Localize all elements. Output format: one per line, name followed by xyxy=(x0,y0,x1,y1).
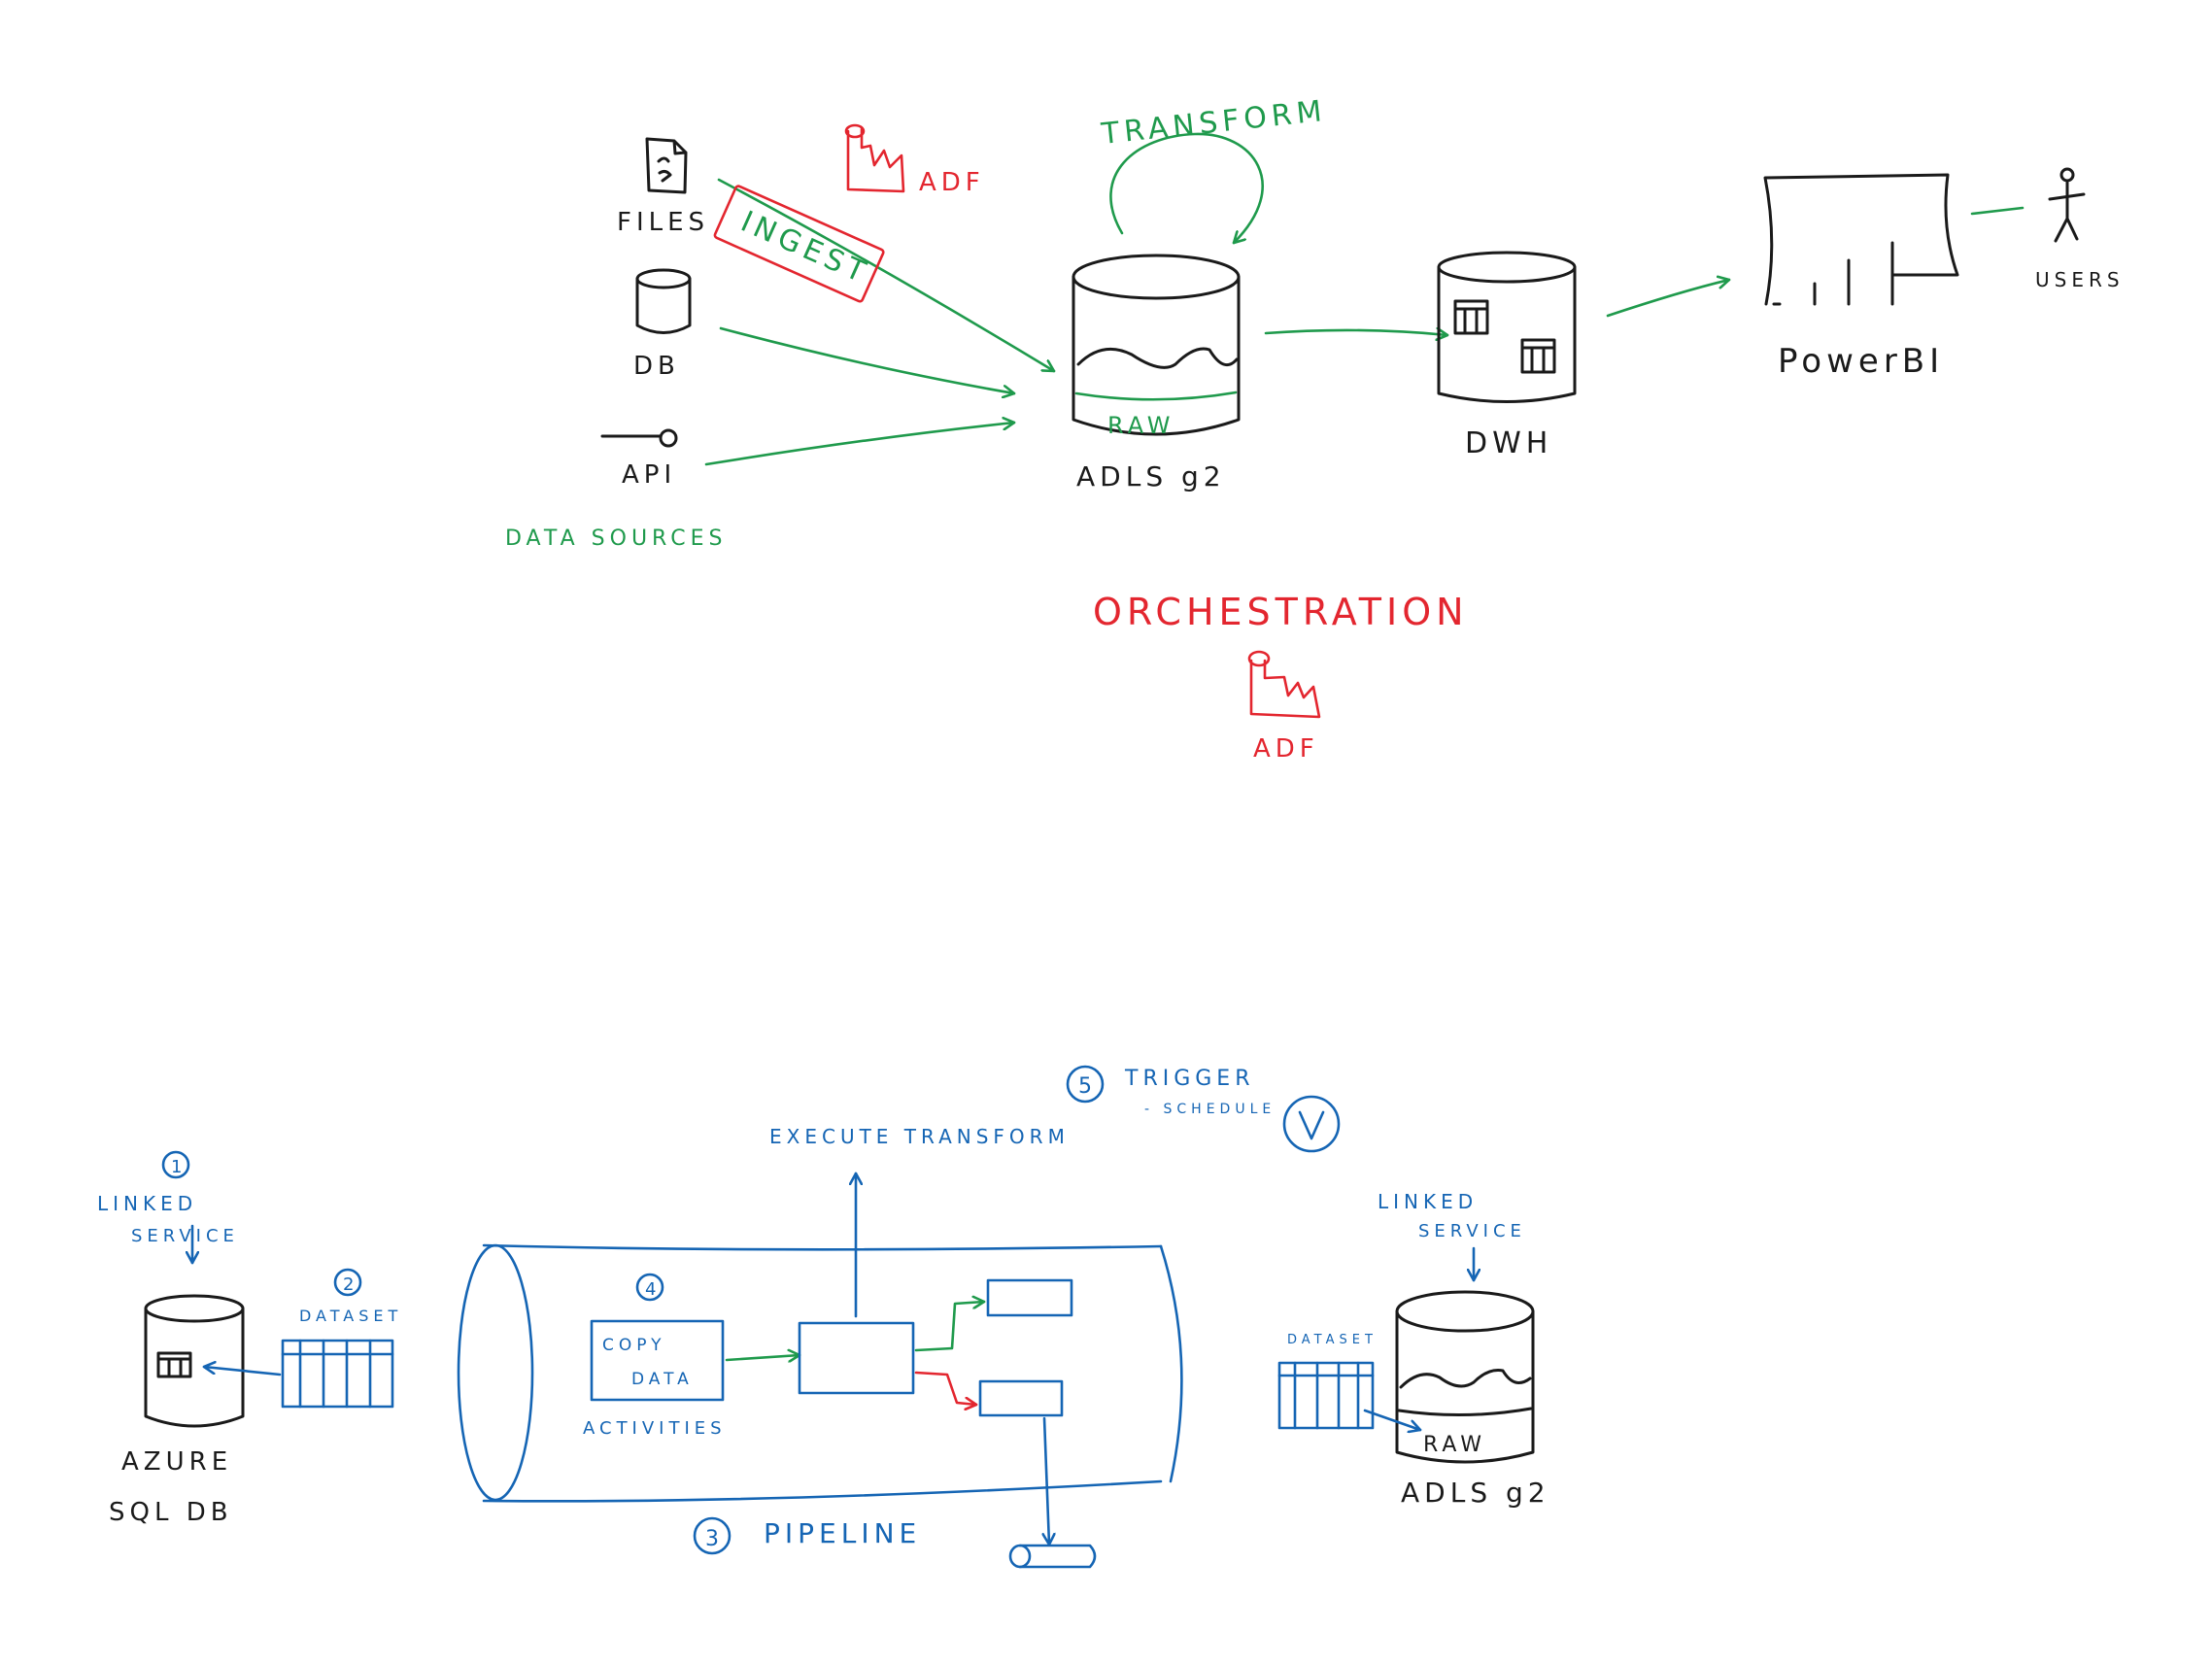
linked-service-left-line2: SERVICE xyxy=(131,1226,239,1246)
raw-zone-label-bottom: RAW xyxy=(1423,1433,1486,1457)
dataset-left-grid xyxy=(281,1339,394,1409)
database-icon xyxy=(635,268,692,334)
step-5-badge xyxy=(1066,1065,1105,1104)
files-source: FILES xyxy=(617,137,709,237)
success-branch-arrow xyxy=(914,1302,986,1352)
dwh-to-powerbi-arrow xyxy=(1606,280,1731,318)
step-1-badge xyxy=(161,1150,190,1179)
step-3-number: 3 xyxy=(705,1527,724,1551)
adf-bottom: ADF xyxy=(1247,650,1321,764)
adf-bottom-label: ADF xyxy=(1253,734,1319,764)
powerbi-dashboard: PowerBI xyxy=(1763,173,1959,381)
user-icon xyxy=(2048,167,2086,243)
dataset-to-lake-arrow xyxy=(1363,1409,1422,1430)
adls-label: ADLS g2 xyxy=(1076,460,1226,493)
db-label: DB xyxy=(633,352,680,381)
dashboard-frame xyxy=(1763,173,1959,306)
table-icon xyxy=(1520,338,1556,374)
failure-activity[interactable] xyxy=(978,1379,1064,1417)
adls-lake: RAW ADLS g2 xyxy=(1072,254,1241,493)
step-1-number: 1 xyxy=(171,1157,187,1177)
adls-lake-bottom: RAW ADLS g2 xyxy=(1395,1290,1550,1509)
pipeline-label: PIPELINE xyxy=(764,1517,921,1549)
water-wave xyxy=(1399,1369,1532,1389)
bottom-pipeline-diagram: 1 LINKED SERVICE AZURE SQL DB 2 DATASET xyxy=(97,1065,1550,1569)
copy-data-line2: DATA xyxy=(631,1370,694,1389)
file-icon-lines xyxy=(657,156,672,183)
dataset-left-label: DATASET xyxy=(299,1307,402,1325)
copy-data-activity[interactable] xyxy=(590,1319,725,1402)
adf-top-label: ADF xyxy=(919,168,985,197)
step-2-number: 2 xyxy=(343,1274,358,1295)
transform-loop-arrow xyxy=(1109,132,1264,245)
table-icon xyxy=(1453,299,1489,335)
data-sources-caption: DATA SOURCES xyxy=(505,527,727,551)
adf-top: ADF xyxy=(844,123,985,197)
water-wave xyxy=(1076,347,1239,369)
users-label: USERS xyxy=(2035,268,2125,291)
file-icon xyxy=(645,137,688,194)
linked-service-right-line1: LINKED xyxy=(1378,1190,1478,1213)
factory-icon xyxy=(1249,659,1321,719)
powerbi-to-users-line xyxy=(1970,206,2025,216)
step-3-badge xyxy=(693,1516,732,1555)
pipeline-tube xyxy=(457,1243,1183,1503)
success-activity[interactable] xyxy=(986,1278,1073,1317)
db-source: DB xyxy=(633,268,692,381)
factory-icon xyxy=(846,127,905,193)
output-cylinder xyxy=(1008,1544,1097,1569)
step-5-number: 5 xyxy=(1078,1074,1097,1099)
lake-to-dwh-arrow xyxy=(1264,330,1449,335)
step-4-badge xyxy=(635,1273,664,1302)
linked-service-right-line2: SERVICE xyxy=(1418,1221,1526,1241)
schedule-label: - SCHEDULE xyxy=(1144,1102,1276,1117)
raw-zone-line xyxy=(1074,391,1238,401)
raw-zone-label: RAW xyxy=(1107,412,1175,439)
copy-to-activity-arrow xyxy=(725,1355,801,1360)
clock-icon xyxy=(1282,1095,1341,1153)
orchestration-label: ORCHESTRATION xyxy=(1093,591,1469,633)
failure-branch-arrow xyxy=(914,1371,978,1405)
ingest-badge: INGEST xyxy=(713,185,885,303)
failure-output-arrow xyxy=(1044,1416,1049,1546)
top-architecture: FILES DB API DATA SOURCES INGEST xyxy=(505,94,2125,764)
azure-sql-db: AZURE SQL DB xyxy=(109,1294,245,1527)
copy-data-line1: COPY xyxy=(602,1336,666,1355)
step-4-number: 4 xyxy=(645,1279,661,1300)
dwh-label: DWH xyxy=(1465,426,1552,460)
dataset-to-db-arrow xyxy=(202,1367,282,1376)
adls-label-bottom: ADLS g2 xyxy=(1401,1477,1550,1509)
dataset-right-label: DATASET xyxy=(1287,1333,1378,1347)
activities-label: ACTIVITIES xyxy=(583,1418,727,1439)
transform-label: TRANSFORM xyxy=(1099,94,1328,152)
transform-activity[interactable] xyxy=(798,1321,915,1395)
db-ingest-arrow xyxy=(719,326,1016,393)
execute-transform-label: EXECUTE TRANSFORM xyxy=(769,1125,1070,1148)
raw-zone-line xyxy=(1397,1407,1533,1417)
dwh: DWH xyxy=(1437,251,1577,460)
api-ingest-arrow xyxy=(704,423,1016,466)
files-ingest-arrow xyxy=(717,178,1056,373)
powerbi-label: PowerBI xyxy=(1778,342,1944,381)
trigger-label: TRIGGER xyxy=(1124,1067,1255,1091)
step-2-badge xyxy=(333,1268,362,1297)
bar-icon xyxy=(1772,241,1894,306)
azure-sql-db-line1: AZURE xyxy=(121,1447,232,1477)
api-source: API xyxy=(600,428,678,490)
api-label: API xyxy=(622,460,676,490)
files-label: FILES xyxy=(617,208,709,237)
linked-service-left-line1: LINKED xyxy=(97,1192,197,1215)
table-icon xyxy=(156,1351,192,1378)
dataset-right-grid xyxy=(1277,1361,1375,1430)
azure-sql-db-line2: SQL DB xyxy=(109,1498,233,1527)
